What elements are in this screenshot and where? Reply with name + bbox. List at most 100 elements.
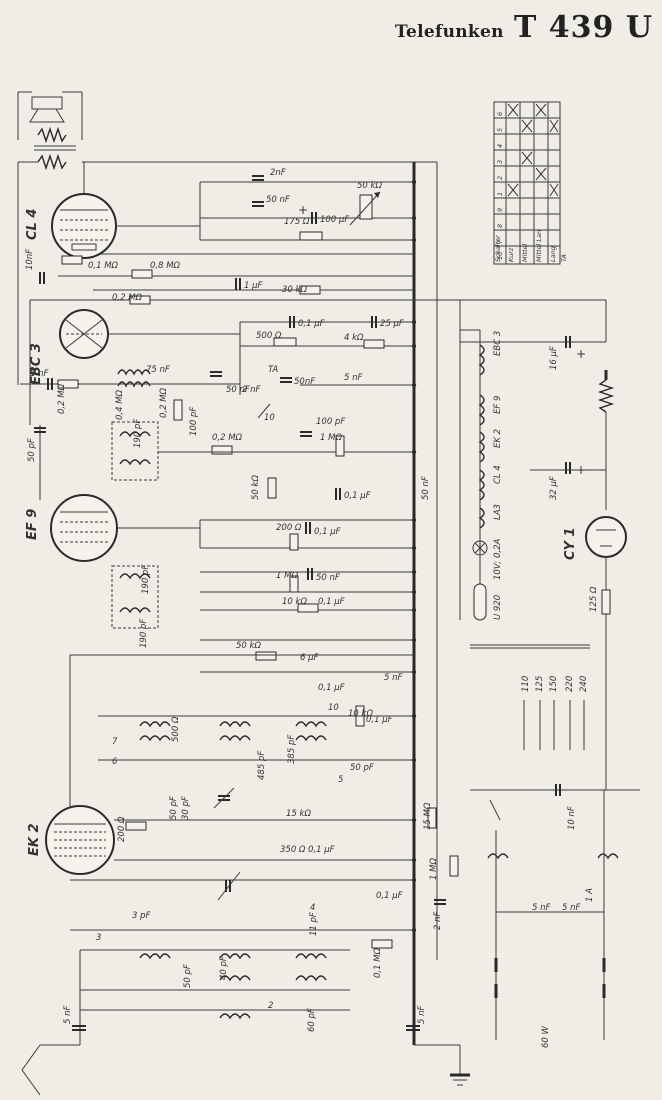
table-col-5: 5	[496, 128, 504, 132]
filament-label-la3: LA3	[493, 504, 503, 520]
cap-label-1uf: 1 μF	[244, 281, 263, 291]
res-label-15k: 15 kΩ	[286, 809, 311, 819]
res-label-200-ek2: 200 Ω	[117, 816, 127, 842]
cap-label-3pf: 3 pF	[132, 911, 151, 921]
switch-label-10b: 10	[328, 703, 339, 713]
cap-label-100pf-b: 100 pF	[316, 417, 345, 427]
resistor-02m-avc	[211, 445, 233, 455]
polarity-plus: +	[298, 203, 308, 217]
table-col-8: 8	[496, 224, 504, 228]
capacitor-2nf-ek2	[434, 899, 446, 905]
cap-label-60pf: 60 pF	[307, 1008, 317, 1032]
capacitor-5nf-antenna	[72, 1025, 86, 1031]
output-transformer	[18, 126, 76, 171]
capacitor-01uf-a	[289, 316, 295, 328]
cap-label-190pf-if1a: 190 pF	[141, 565, 151, 594]
cap-label-100pf: 100 pF	[189, 407, 199, 436]
switch-label-10: 10	[264, 413, 275, 423]
res-label-02m-ebc: 0,2 MΩ	[57, 383, 67, 414]
capacitor-1nf	[47, 378, 53, 390]
switch-label-5: 5	[338, 775, 343, 785]
cap-label-50nf-ef9b: 50 nF	[316, 573, 340, 583]
resistor-175	[299, 231, 323, 241]
tap-label-150: 150	[549, 676, 559, 692]
cap-label-5nf-ebc: 5 nF	[344, 373, 362, 383]
cap-label-485pf: 485 pF	[257, 751, 267, 780]
cap-label-2nf-ebc: 2 nF	[242, 385, 260, 395]
fuse-label-1a: 1 A	[585, 888, 595, 902]
lamp-label-60w: 60 W	[541, 1025, 551, 1048]
capacitor-50nf-ef9b	[307, 568, 313, 580]
pot-label-50k: 50 kΩ	[357, 181, 382, 191]
variable-capacitor-osc	[213, 787, 235, 809]
switch-label-6: 6	[112, 757, 118, 767]
cap-label-100uf: 100 μF	[320, 215, 349, 225]
res-label-15m: 15 MΩ	[423, 802, 433, 830]
if-transformer-1	[111, 565, 159, 629]
res-label-02m: 0,2 MΩ	[112, 293, 143, 303]
capacitor-01uf-ef9b	[305, 522, 311, 534]
polarity-plus-32: +	[576, 463, 586, 477]
table-row-lang: Lang	[549, 246, 557, 262]
resistor-1m-vol	[335, 435, 345, 457]
table-col-10: 10	[496, 252, 504, 260]
capacitor-16uf	[565, 336, 571, 348]
cap-label-1nf: 1 nF	[30, 369, 48, 379]
res-label-50k-ef9: 50 kΩ	[251, 475, 261, 500]
tube-cl4	[51, 162, 200, 259]
tube-label-ef9: EF 9	[25, 509, 40, 540]
resistor-1m-ek2	[449, 855, 459, 877]
table-row-kurz: Kurz	[507, 247, 515, 262]
table-col-6: 6	[496, 112, 504, 116]
tap-label-240: 240	[579, 676, 589, 692]
tap-label-110: 110	[521, 676, 531, 692]
cap-label-2nf-ek2: 2 nF	[433, 912, 443, 930]
filter-resistor	[597, 379, 615, 413]
res-label-350: 350 Ω	[280, 845, 306, 855]
cap-label-190pf-if1b: 190 pF	[139, 619, 149, 648]
resistor-02m-vol	[173, 399, 183, 421]
table-row-mittel-lan: Mittel Lan	[535, 230, 543, 262]
res-label-175: 175 Ω	[284, 217, 310, 227]
mains-choke-1	[487, 853, 509, 860]
res-label-10k-ek2: 10 kΩ	[282, 597, 307, 607]
filament-label-u920: U 920	[493, 595, 503, 620]
res-label-200-ef9: 200 Ω	[276, 523, 302, 533]
cap-label-5nf-mains-b: 5 nF	[562, 903, 580, 913]
barretter-u920	[473, 583, 487, 621]
resistor-50k-ek2	[255, 651, 277, 661]
filament-label-ek2: EK 2	[493, 429, 503, 448]
capacitor-01uf-ef9	[335, 488, 341, 500]
resistor-4k	[363, 339, 385, 349]
mains-switch	[489, 799, 501, 821]
filament-cl4	[478, 469, 485, 501]
switch-label-3: 3	[96, 933, 101, 943]
filament-ebc3	[478, 344, 485, 376]
cap-label-01uf-ek2a: 0,1 μF	[318, 597, 345, 607]
cap-label-01uf-ek2c: 0,1 μF	[366, 715, 393, 725]
res-label-10k-ek2b: 10 kΩ	[348, 709, 373, 719]
cap-label-5nf-ek2: 5 nF	[384, 673, 402, 683]
filament-label-ef9: EF 9	[493, 396, 503, 414]
cap-label-10nf-mains: 10 nF	[567, 806, 577, 830]
cap-label-190pf-if2: 190 pF	[133, 419, 143, 448]
resistor-02m-cl4	[129, 295, 151, 305]
switch-10	[257, 403, 271, 419]
capacitor-32uf	[565, 462, 571, 474]
resistor-500	[273, 337, 297, 347]
filament-ek2	[478, 431, 485, 463]
cap-label-50pf-ebc: 50 pF	[27, 438, 37, 462]
res-label-125: 125 Ω	[589, 586, 599, 612]
filament-label-cl4: CL 4	[493, 465, 503, 484]
volume-pot	[349, 191, 381, 226]
table-col-1: 1	[496, 192, 504, 196]
res-label-04m: 0,4 MΩ	[115, 389, 125, 420]
resistor-01m-ek2	[371, 939, 393, 949]
resistor-125	[601, 589, 611, 615]
cap-label-50nf-ta: 50nF	[294, 377, 315, 387]
cap-label-32uf: 32 μF	[549, 476, 559, 500]
capacitor-10nf-grid	[39, 272, 45, 284]
tube-ek2	[45, 805, 414, 875]
tap-label-125: 125	[535, 676, 545, 692]
cap-label-01uf-ek2d: 0,1 μF	[308, 845, 335, 855]
